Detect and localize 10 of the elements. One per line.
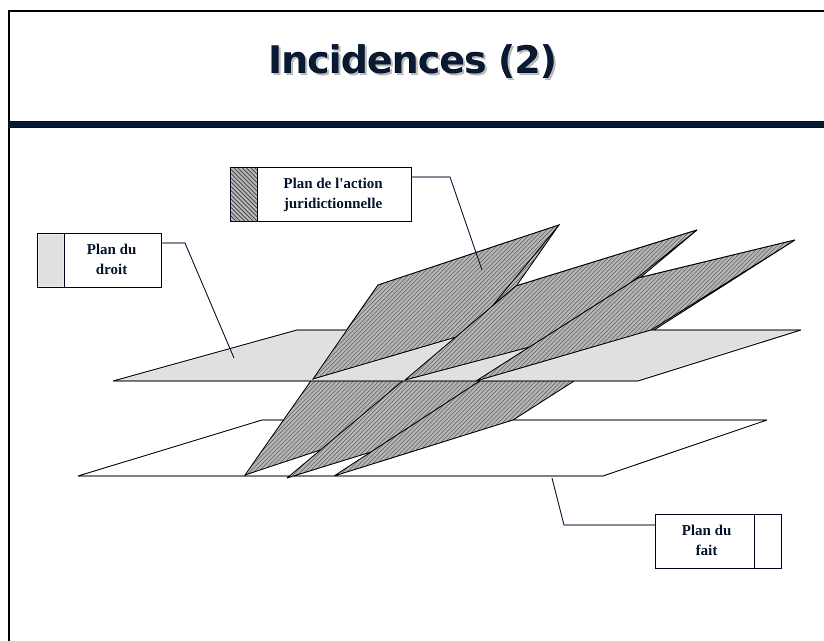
- leader-line: [162, 242, 234, 358]
- legend-callout: [655, 514, 782, 569]
- slide-title: Incidences (2): [268, 38, 556, 82]
- callout-text: Plan du droit: [86, 241, 138, 280]
- leader-line: [552, 478, 656, 526]
- leader-line: [412, 176, 482, 270]
- callout-text: Plan du fait: [680, 522, 732, 560]
- legend-callout: [37, 233, 162, 288]
- callout-text: Plan de l'action juridictionnelle: [282, 175, 384, 214]
- legend-callout: [230, 167, 412, 222]
